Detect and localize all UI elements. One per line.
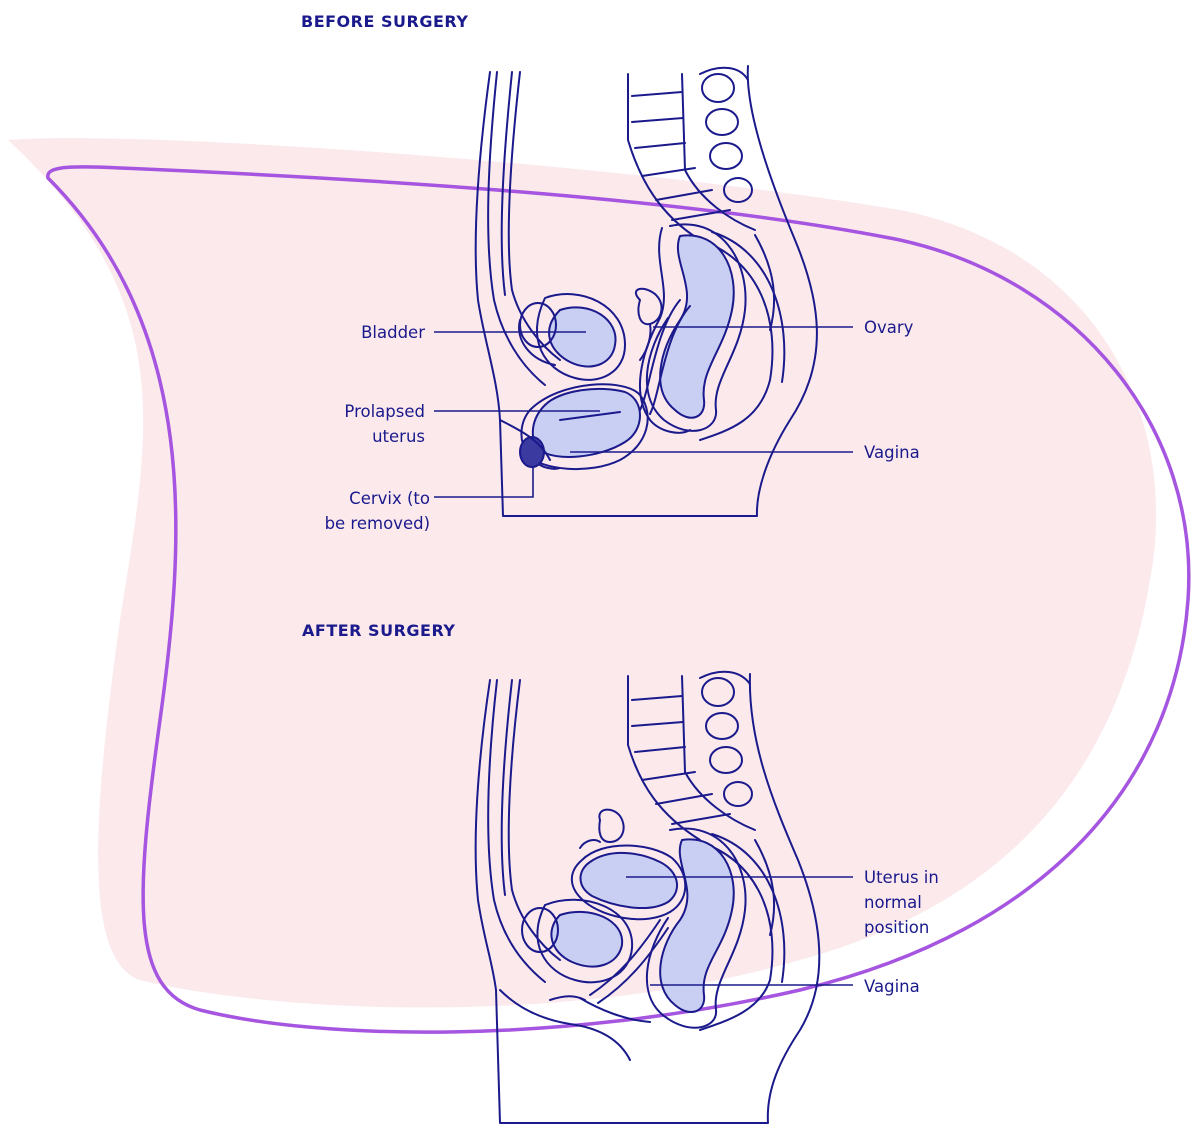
label-prolapsed-uterus: Prolapsed uterus	[344, 402, 425, 446]
label-before-vagina: Vagina	[864, 443, 920, 462]
before-surgery-heading: BEFORE SURGERY	[301, 12, 469, 31]
leader-cervix	[434, 466, 534, 498]
after-leader-lines	[626, 876, 853, 986]
label-after-vagina: Vagina	[864, 977, 920, 996]
before-leader-lines	[434, 326, 853, 498]
label-bladder: Bladder	[361, 323, 425, 342]
background-blob	[8, 138, 1157, 1008]
after-surgery-heading: AFTER SURGERY	[302, 621, 456, 640]
label-uterus-normal: Uterus in normal position	[864, 868, 939, 937]
after-anatomy	[474, 670, 821, 1124]
purple-outline	[46, 165, 1191, 1034]
label-cervix: Cervix (to be removed)	[324, 489, 430, 533]
label-ovary: Ovary	[864, 318, 914, 337]
